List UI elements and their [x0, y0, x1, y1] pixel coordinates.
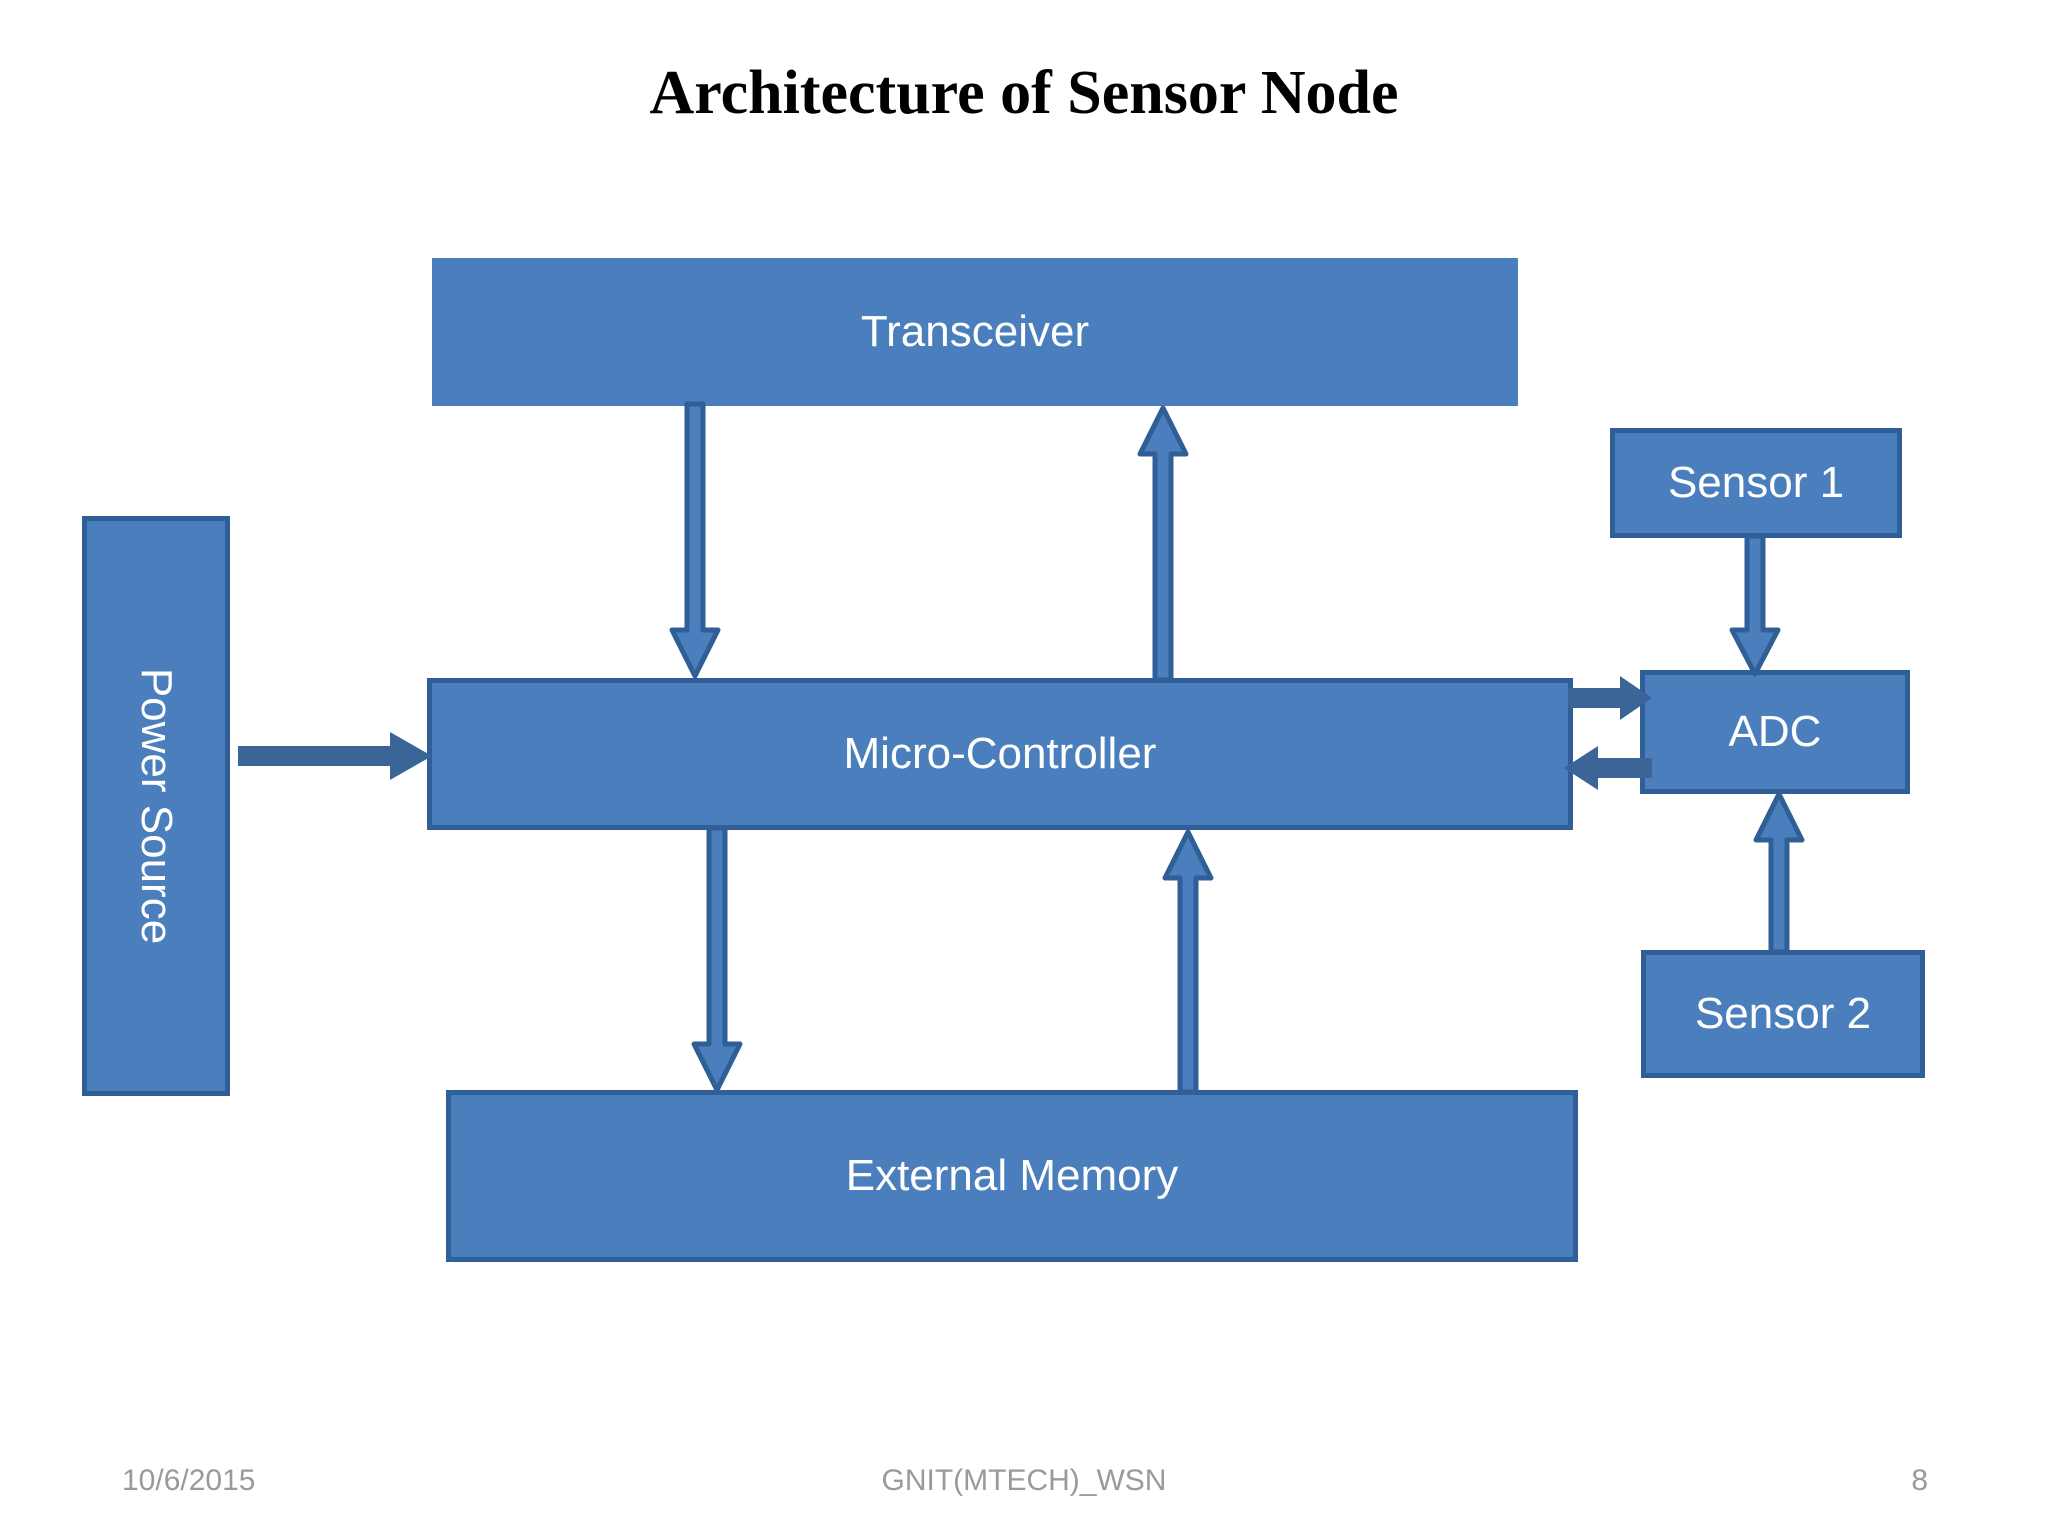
- node-transceiver[interactable]: Transceiver: [432, 258, 1518, 406]
- node-sensor-2-label: Sensor 2: [1694, 989, 1872, 1038]
- arrow-sensor-1-to-adc: [1720, 533, 1790, 678]
- node-sensor-2[interactable]: Sensor 2: [1641, 950, 1925, 1078]
- node-power-source[interactable]: Power Source: [82, 516, 230, 1096]
- node-sensor-1[interactable]: Sensor 1: [1610, 428, 1902, 538]
- node-transceiver-label: Transceiver: [860, 307, 1090, 356]
- arrow-micro-controller-to-adc: [1568, 674, 1654, 722]
- node-micro-controller-label: Micro-Controller: [843, 729, 1157, 778]
- node-adc-label: ADC: [1728, 707, 1822, 756]
- arrow-micro-controller-to-external-memory: [682, 825, 752, 1094]
- footer-page-number: 8: [1911, 1464, 1928, 1497]
- node-external-memory[interactable]: External Memory: [446, 1090, 1578, 1262]
- arrow-sensor-2-to-adc: [1744, 790, 1814, 955]
- node-sensor-1-label: Sensor 1: [1667, 458, 1845, 507]
- node-adc[interactable]: ADC: [1640, 670, 1910, 794]
- footer-date: 10/6/2015: [122, 1464, 256, 1497]
- node-micro-controller[interactable]: Micro-Controller: [427, 678, 1573, 830]
- arrow-external-memory-to-micro-controller: [1153, 828, 1223, 1095]
- arrow-transceiver-to-micro-controller: [660, 401, 730, 682]
- arrow-power-source-to-micro-controller: [238, 728, 434, 784]
- page-title: Architecture of Sensor Node: [649, 59, 1399, 127]
- arrow-adc-to-micro-controller: [1560, 744, 1654, 792]
- node-external-memory-label: External Memory: [845, 1151, 1179, 1200]
- node-power-source-label: Power Source: [132, 667, 182, 945]
- arrow-micro-controller-to-transceiver: [1128, 404, 1198, 683]
- footer-center-text: GNIT(MTECH)_WSN: [881, 1464, 1167, 1497]
